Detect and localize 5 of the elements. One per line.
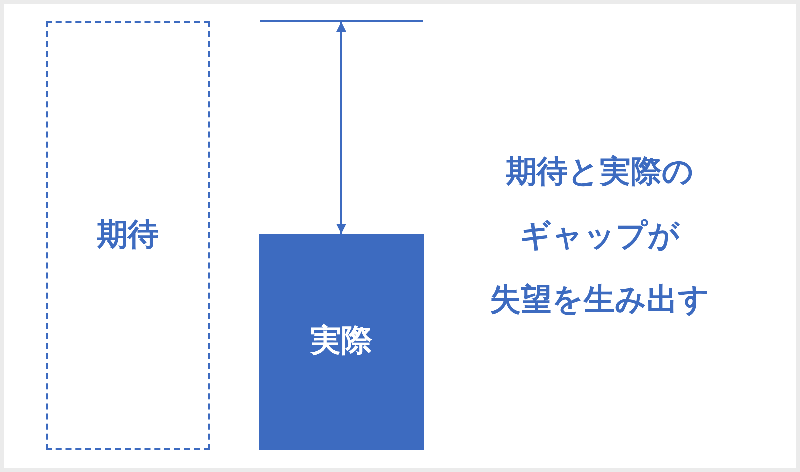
box-label: 実際 <box>310 323 372 361</box>
expectation-box <box>46 21 210 450</box>
box-label: 期待 <box>97 216 159 254</box>
reality-box <box>259 234 424 450</box>
message-text: 期待と実際の ギャップが 失望を生み出す <box>489 153 711 320</box>
